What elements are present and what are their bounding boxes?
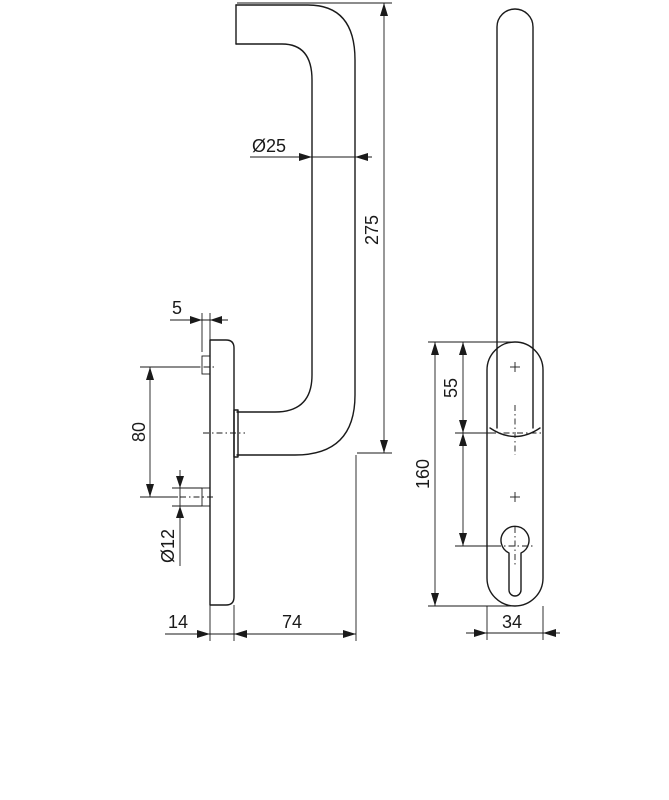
dim-5-label: 5 (172, 298, 182, 318)
dim-80: 80 (129, 366, 200, 498)
front-handle-bar (496, 8, 534, 429)
dim-diameter-12-label: Ø12 (158, 529, 178, 563)
cross-mark-top (510, 362, 520, 372)
dim-14-label: 14 (168, 612, 188, 632)
front-view: 55 160 34 (413, 8, 560, 640)
dim-diameter-12: Ø12 (158, 470, 202, 566)
dim-160-label: 160 (413, 459, 433, 489)
front-rose-plate (486, 341, 544, 607)
dim-160: 160 (413, 341, 515, 607)
handle-outer-edge (235, 4, 356, 456)
dim-14-74: 14 74 (165, 455, 357, 641)
dim-275-label: 275 (362, 215, 382, 245)
screw-boss-top (201, 355, 211, 375)
dim-5: 5 (170, 298, 228, 352)
dim-55: 55 (441, 341, 515, 434)
dim-275: 275 (237, 2, 392, 454)
rose-plate (209, 339, 235, 606)
bar-collar (233, 409, 239, 458)
dim-55-label: 55 (441, 378, 461, 398)
dim-74-label: 74 (282, 612, 302, 632)
dim-diameter-25-label: Ø25 (252, 136, 286, 156)
dim-diameter-25: Ø25 (250, 136, 372, 161)
dim-34-label: 34 (502, 612, 522, 632)
cross-mark-bottom (510, 492, 520, 502)
side-view: 275 Ø25 5 80 (129, 2, 392, 641)
keyhole (495, 525, 535, 597)
dim-34: 34 (466, 606, 560, 640)
dim-80-label: 80 (129, 422, 149, 442)
handle-inner-edge (235, 43, 313, 413)
